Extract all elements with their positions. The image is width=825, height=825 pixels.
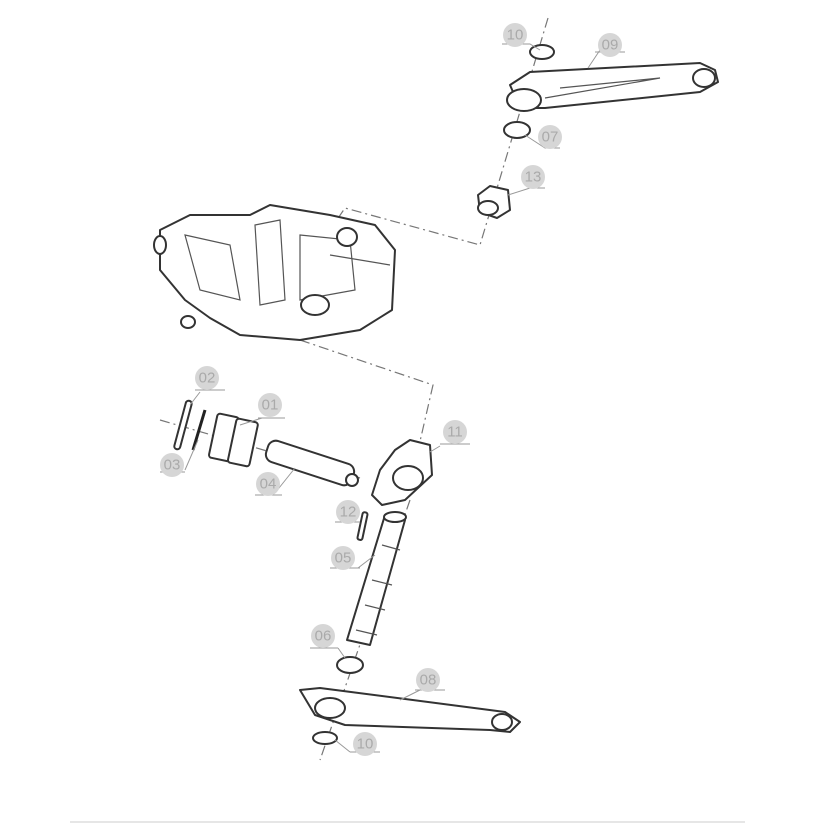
lift-arm-bottom bbox=[299, 687, 521, 733]
washer-06 bbox=[336, 656, 364, 674]
o-ring-03 bbox=[191, 409, 207, 451]
bushing-01 bbox=[208, 412, 259, 468]
axis-pin bbox=[159, 419, 361, 479]
callout-03: 03 bbox=[160, 453, 184, 477]
callout-12: 12 bbox=[336, 500, 360, 524]
callout-09: 09 bbox=[598, 33, 622, 57]
callout-04: 04 bbox=[256, 472, 280, 496]
seal-ring-10-top bbox=[529, 44, 555, 60]
o-ring-02 bbox=[173, 399, 193, 451]
seal-ring-10-bottom bbox=[312, 731, 338, 745]
callout-13: 13 bbox=[521, 165, 545, 189]
callout-07: 07 bbox=[538, 125, 562, 149]
svg-text:01: 01 bbox=[262, 397, 279, 414]
svg-text:04: 04 bbox=[260, 476, 277, 493]
svg-text:12: 12 bbox=[340, 504, 357, 521]
callout-05: 05 bbox=[331, 546, 355, 570]
callout-11: 11 bbox=[443, 420, 467, 444]
lift-arm-top bbox=[506, 62, 719, 112]
svg-text:08: 08 bbox=[420, 672, 437, 689]
svg-text:09: 09 bbox=[602, 37, 619, 54]
svg-text:10: 10 bbox=[357, 736, 374, 753]
svg-text:13: 13 bbox=[525, 169, 542, 186]
roll-pin-12 bbox=[356, 511, 369, 541]
pin-04 bbox=[264, 439, 359, 487]
svg-text:05: 05 bbox=[335, 550, 352, 567]
valve-housing bbox=[153, 204, 396, 341]
callout-10-bottom: 10 bbox=[353, 732, 377, 756]
svg-text:02: 02 bbox=[199, 370, 216, 387]
callout-08: 08 bbox=[416, 668, 440, 692]
callout-02: 02 bbox=[195, 366, 219, 390]
svg-text:06: 06 bbox=[315, 628, 332, 645]
axis-top bbox=[329, 17, 549, 246]
shaft-05 bbox=[346, 511, 407, 646]
callout-10-top: 10 bbox=[503, 23, 527, 47]
callout-06: 06 bbox=[311, 624, 335, 648]
svg-text:11: 11 bbox=[447, 424, 463, 441]
washer-07 bbox=[503, 121, 531, 139]
svg-text:03: 03 bbox=[164, 457, 181, 474]
callout-01: 01 bbox=[258, 393, 282, 417]
svg-text:10: 10 bbox=[507, 27, 524, 44]
bushing-13 bbox=[477, 185, 511, 219]
svg-text:07: 07 bbox=[542, 129, 559, 146]
leader-lines bbox=[160, 43, 625, 753]
axis-middle bbox=[299, 339, 434, 451]
lever-11 bbox=[371, 439, 433, 506]
